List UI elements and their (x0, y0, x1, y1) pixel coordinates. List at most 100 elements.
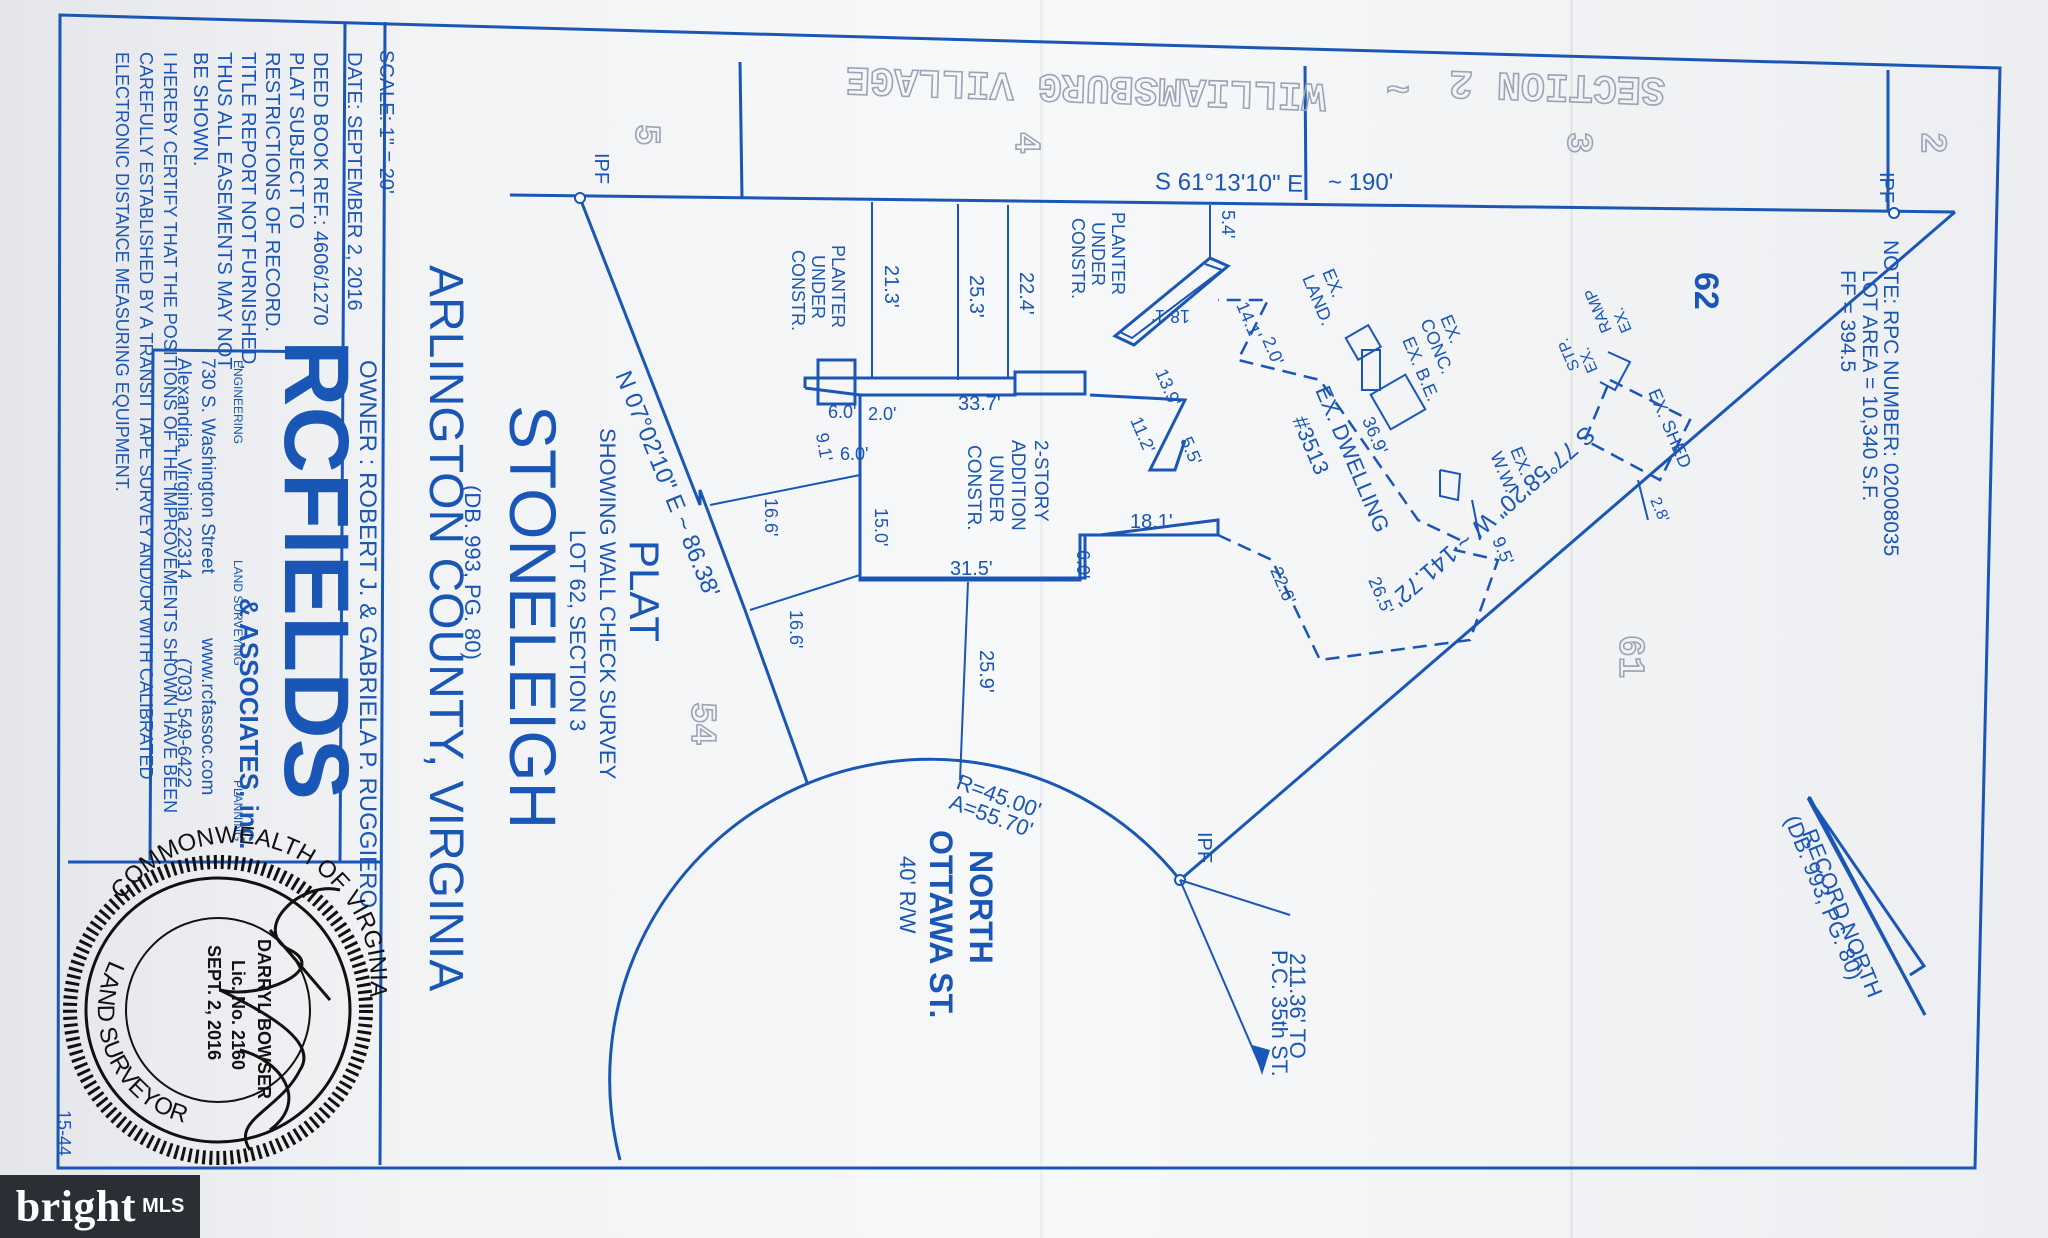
record-north-arrow (1806, 797, 1927, 1016)
county-name: ARLINGTON COUNTY, VIRGINIA (419, 265, 472, 991)
surveyor-signature (219, 887, 341, 1151)
dim-line (709, 474, 861, 506)
neighbor-lot-61: 61 (1609, 635, 1650, 678)
deed-note-4: TITLE REPORT NOT FURNISHED, (237, 52, 259, 370)
neighbor-lot-line (1303, 65, 1308, 201)
dim-line (959, 581, 969, 781)
subdivision-name: STONELEIGH (496, 405, 570, 829)
north-length: ~ 190' (1328, 169, 1393, 196)
titleblock-divider (148, 349, 155, 861)
date-note: DATE: SEPTEMBER 2, 2016 (343, 52, 365, 311)
street-name-north: NORTH (963, 850, 999, 964)
ramp (1599, 351, 1632, 392)
neighbor-text: WILLIAMSBURG VILLAGE ~ SECTION 2 5 4 3 2… (624, 54, 1953, 746)
paper-fold (1570, 0, 1573, 1238)
firm-associates: & ASSOCIATES, inc. (234, 598, 264, 849)
east-bearing: S 77°58'20" W ~ 141.72' (1386, 420, 1600, 611)
deed-note-2: PLAT SUBJECT TO (285, 52, 307, 229)
ipf-label: IPF (1875, 172, 1897, 203)
street-row: 40' R/W (895, 856, 920, 934)
ipf-marker (574, 192, 586, 204)
neighbor-tilde: ~ (1386, 63, 1410, 108)
planter-upper-1: PLANTER (1108, 212, 1128, 295)
wall-line (1089, 393, 1188, 472)
steps (1369, 373, 1427, 431)
titleblock-divider (378, 21, 387, 1166)
neighbor-lot-3: 3 (1557, 132, 1598, 154)
cert-line-3: ELECTRONIC DISTANCE MEASURING EQUIPMENT. (112, 52, 132, 492)
neighbor-section-label: SECTION 2 (1448, 58, 1665, 111)
dim-22-6: 22.6' (1266, 564, 1299, 607)
leader-arrowhead (1252, 1045, 1270, 1075)
firm-service-engineering: ENGINEERING (231, 360, 245, 444)
owner-line: OWNER : ROBERT J. & GABRIELA P. RUGGIERO (354, 360, 381, 908)
firm-logo: RCFIELDS (265, 340, 367, 800)
dim-13-9: 13.9' (1151, 366, 1184, 409)
note-box: NOTE: RPC NUMBER: 02008035 LOT AREA = 10… (1836, 240, 1902, 556)
ipf-marker (1888, 207, 1900, 219)
dim-6-0a: 6.0' (828, 402, 856, 422)
ipf-label: IPF (1193, 832, 1215, 863)
dim-2-0a: 2.0' (1258, 334, 1288, 368)
dim-9-1: 9.1' (812, 431, 837, 463)
scale-note: SCALE: 1" = 20' (375, 50, 397, 194)
neighbor-lot-line (738, 61, 744, 199)
leader-arrow (1179, 879, 1263, 1071)
firm-block: RCFIELDS & ASSOCIATES, inc. ENGINEERING … (173, 340, 367, 849)
dim-5-4: 5.4' (1218, 210, 1238, 238)
surveyor-seal: COMMONWEALTH OF VIRGINIA LAND SURVEYOR D… (63, 821, 392, 1165)
planter-box-lower (816, 358, 857, 406)
mls-brand: bright (15, 1182, 137, 1231)
ipf-label: IPF (590, 153, 612, 184)
dim-2-0b: 2.0' (868, 404, 896, 424)
street-to-distance: 211.36' TO (1285, 953, 1310, 1059)
dim-18-1a: 18.1' (1152, 306, 1190, 326)
sheet-number: 15-44 (54, 1110, 74, 1156)
boundary-north (509, 193, 1956, 214)
lot-number: 62 (1687, 272, 1725, 310)
street-name-ottawa: OTTAWA ST. (923, 830, 959, 1018)
neighbor-lot-54: 54 (681, 702, 722, 745)
street-text: NORTH OTTAWA ST. 40' R/W 211.36' TO P.C.… (895, 830, 1310, 1077)
existing-dwelling (1217, 298, 1500, 662)
cert-line-1: I HEREBY CERTIFY THAT THE POSITIONS OF T… (160, 52, 180, 813)
sheet-border (56, 13, 2002, 1170)
shed (1583, 378, 1692, 482)
deed-note-1: DEED BOOK REF.: 4606/1270 (309, 52, 331, 325)
planter-upper-2: UNDER (1088, 222, 1108, 286)
addition-line1: 2-STORY (1030, 440, 1051, 522)
leader-line (1179, 879, 1291, 916)
planter-box-upper (1013, 370, 1087, 396)
neighbor-lot-2: 2 (1911, 132, 1952, 154)
seal-bottom-text: LAND SURVEYOR (92, 958, 191, 1129)
addition-outline (803, 376, 1220, 582)
firm-web: www.rcfassoc.com (197, 637, 218, 795)
dim-22-4: 22.4' (1015, 272, 1037, 315)
planter-lower-3: CONSTR. (788, 250, 808, 331)
note-rpc: NOTE: RPC NUMBER: 02008035 (1879, 240, 1902, 556)
dim-31-5: 31.5' (950, 558, 993, 580)
firm-city: Alexandria, Virginia 22314 (173, 358, 194, 580)
dim-line (1637, 479, 1649, 521)
neighbor-village-label: WILLIAMSBURG VILLAGE (845, 55, 1326, 117)
north-bearing: S 61°13'10" E (1155, 168, 1304, 198)
addition-line3: UNDER (985, 455, 1006, 523)
building-text: EX. DWELLING #3513 2-STORY ADDITION UNDE… (788, 212, 1696, 536)
dim-18-1b: 18.1' (1130, 511, 1173, 533)
planter-upper-3: CONSTR. (1068, 218, 1088, 299)
dim-15-0: 15.0' (871, 508, 891, 546)
record-north-bar (1808, 799, 1927, 977)
mls-label: MLS (142, 1195, 185, 1217)
dim-6-0b: 6.0' (840, 444, 868, 464)
street-to-pc: P.C. 35th ST. (1267, 950, 1292, 1077)
dim-11-2: 11.2' (1126, 414, 1159, 456)
dim-25-9: 25.9' (975, 650, 997, 693)
step-landing (1344, 323, 1383, 362)
dim-line (1471, 499, 1481, 541)
mls-watermark-badge: bright MLS (0, 1175, 200, 1238)
planter-lower-1: PLANTER (828, 245, 848, 328)
boundary-west (578, 197, 810, 786)
firm-service-surveying: LAND SURVEYING (231, 560, 245, 666)
